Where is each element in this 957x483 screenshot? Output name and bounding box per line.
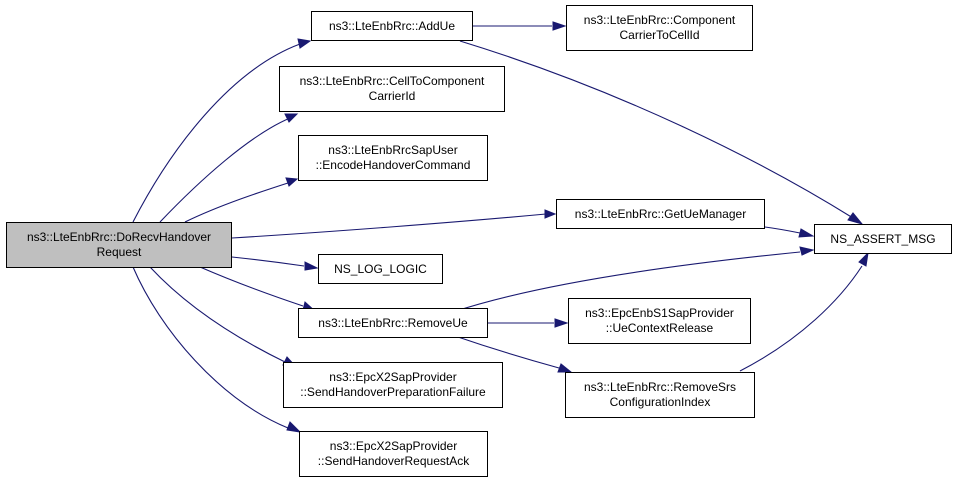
edge-get-ue-mgr-to-ns-assert (764, 226, 801, 234)
edge-arrowhead (798, 228, 815, 238)
node-send-handover-preparation-failure[interactable]: ns3::EpcX2SapProvider ::SendHandoverPrep… (283, 362, 503, 408)
edge-do-recv-to-send-ack (132, 266, 289, 429)
node-label-line: ns3::LteEnbRrc::RemoveSrs (583, 380, 737, 394)
edge-arrowhead (847, 212, 864, 225)
node-add-ue[interactable]: ns3::LteEnbRrc::AddUe (311, 11, 473, 41)
node-label-line: Request (96, 245, 142, 259)
node-label-line: NS_ASSERT_MSG (830, 231, 936, 246)
node-component-carrier-to-cell-id[interactable]: ns3::LteEnbRrc::Component CarrierToCellI… (566, 5, 753, 51)
edge-do-recv-to-add-ue (132, 43, 301, 223)
edge-remove-srs-to-ns-assert (739, 265, 863, 372)
edge-do-recv-to-encode-ho (184, 181, 292, 223)
edge-arrowhead (284, 113, 299, 123)
edge-arrowhead (554, 318, 569, 328)
node-label-line: ns3::LteEnbRrc::GetUeManager (574, 206, 747, 221)
node-label-line: CarrierToCellId (619, 28, 700, 42)
node-cell-to-component-carrier-id[interactable]: ns3::LteEnbRrc::CellToComponent CarrierI… (279, 66, 505, 112)
node-label-line: CarrierId (368, 89, 416, 103)
node-label-line: ::UeContextRelease (605, 321, 714, 335)
node-send-handover-request-ack[interactable]: ns3::EpcX2SapProvider ::SendHandoverRequ… (299, 431, 488, 477)
node-label-line: ns3::EpcX2SapProvider (329, 370, 457, 384)
node-label-line: ns3::LteEnbRrc::DoRecvHandover (26, 230, 212, 244)
edge-arrowhead (286, 421, 302, 433)
edge-arrowhead (799, 246, 815, 256)
edge-do-recv-to-remove-ue (199, 266, 304, 307)
node-remove-ue[interactable]: ns3::LteEnbRrc::RemoveUe (298, 308, 488, 338)
edge-remove-ue-to-ns-assert (452, 251, 801, 313)
node-ns-assert-msg[interactable]: NS_ASSERT_MSG (814, 224, 952, 254)
edge-arrowhead (552, 21, 567, 31)
node-label-line: ns3::LteEnbRrcSapUser (328, 143, 458, 157)
node-label-line: ns3::EpcX2SapProvider (329, 439, 458, 453)
node-label-line: ns3::LteEnbRrc::AddUe (328, 18, 456, 33)
edge-arrowhead (544, 209, 557, 219)
edge-do-recv-to-ns-log (231, 256, 305, 267)
edge-arrowhead (285, 177, 299, 187)
node-ue-context-release[interactable]: ns3::EpcEnbS1SapProvider ::UeContextRele… (568, 298, 751, 344)
edge-do-recv-to-cell-to-cc (159, 117, 291, 223)
node-encode-handover-command[interactable]: ns3::LteEnbRrcSapUser ::EncodeHandoverCo… (298, 135, 488, 181)
node-label-line: ::EncodeHandoverCommand (315, 158, 471, 172)
node-label-line: ns3::LteEnbRrc::Component (583, 13, 736, 27)
node-label-line: ::SendHandoverRequestAck (317, 454, 470, 468)
edge-do-recv-to-get-ue-mgr (231, 213, 547, 239)
node-label-line: ns3::EpcEnbS1SapProvider (585, 306, 734, 320)
edge-do-recv-to-send-fail (149, 266, 286, 363)
node-get-ue-manager[interactable]: ns3::LteEnbRrc::GetUeManager (556, 199, 765, 229)
node-label-line: ConfigurationIndex (609, 395, 711, 409)
edge-arrowhead (858, 251, 869, 267)
edge-add-ue-to-ns-assert (459, 40, 854, 219)
node-label-line: ::SendHandoverPreparationFailure (300, 385, 486, 399)
node-label-line: ns3::LteEnbRrc::CellToComponent (299, 74, 485, 88)
node-remove-srs-configuration-index[interactable]: ns3::LteEnbRrc::RemoveSrs ConfigurationI… (565, 372, 755, 418)
edge-arrowhead (304, 261, 319, 271)
node-label-line: ns3::LteEnbRrc::RemoveUe (318, 315, 468, 330)
edge-arrowhead (557, 363, 573, 373)
node-ns-log-logic[interactable]: NS_LOG_LOGIC (318, 254, 443, 284)
edge-arrowhead (297, 38, 312, 49)
edge-remove-ue-to-remove-srs (454, 335, 560, 369)
node-label-line: NS_LOG_LOGIC (334, 261, 427, 276)
node-do-recv-handover-request[interactable]: ns3::LteEnbRrc::DoRecvHandover Request (6, 222, 232, 268)
